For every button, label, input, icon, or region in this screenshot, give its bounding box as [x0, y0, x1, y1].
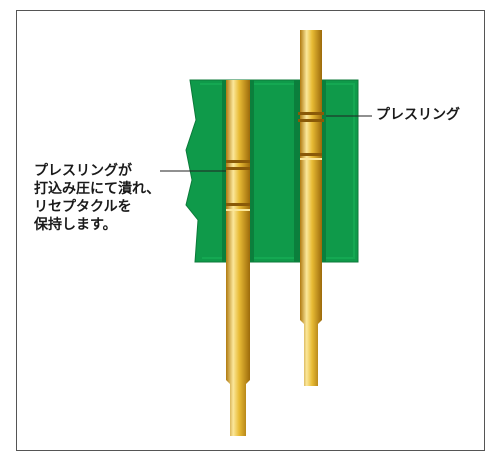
- label-press-ring: プレスリング: [376, 107, 460, 123]
- pin-right: [298, 30, 324, 386]
- pin-left: [226, 80, 250, 436]
- label-line-4: 保持します。: [34, 217, 117, 233]
- frame-border: [16, 10, 485, 451]
- label-line-3: リセプタクルを: [34, 199, 132, 215]
- label-press-ring-description: プレスリングが 打込み圧にて潰れ、 リセプタクルを 保持します。: [34, 162, 160, 234]
- label-line-2: 打込み圧にて潰れ、: [34, 181, 161, 197]
- label-line-1: プレスリングが: [34, 163, 132, 179]
- board-highlight: [200, 83, 355, 259]
